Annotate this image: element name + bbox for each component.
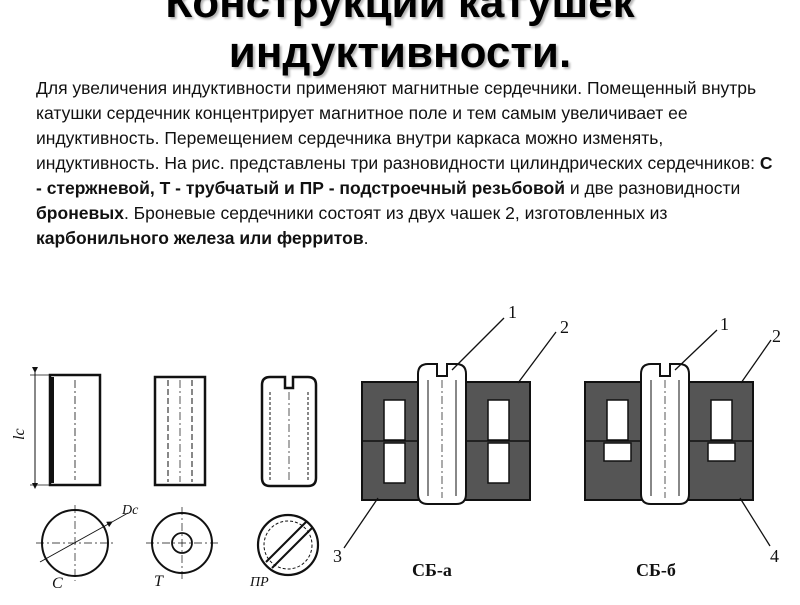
- tube-core-top-view: [146, 507, 218, 579]
- pot-core-b: [584, 363, 754, 505]
- callout-number: 4: [770, 546, 779, 566]
- callout-number: 3: [333, 546, 342, 566]
- threaded-core-side-view: [260, 375, 318, 488]
- text-segment-bold: карбонильного железа или ферритов: [36, 228, 364, 248]
- diameter-dimension-label: Dc: [121, 503, 139, 518]
- body-paragraph: Для увеличения индуктивности применяют м…: [36, 76, 776, 251]
- slide-title: Конструкции катушек индуктивности.: [0, 0, 800, 78]
- text-segment-bold: броневых: [36, 203, 124, 223]
- pot-core-b-callouts: [674, 329, 772, 547]
- core-diagram-svg: lc Dc С Т ПР: [11, 302, 781, 592]
- length-dimension: [30, 367, 50, 489]
- callout-number: 2: [560, 317, 569, 337]
- pot-core-a-label: СБ-а: [412, 560, 452, 580]
- threaded-core-top-view: [256, 513, 320, 577]
- threaded-core-label: ПР: [249, 575, 269, 590]
- title-line-1: Конструкции катушек: [165, 0, 635, 27]
- callout-number: 1: [720, 314, 729, 334]
- text-segment-bold: С - стержневой, Т - трубчатый и ПР - под…: [36, 153, 773, 198]
- text-segment: Для увеличения индуктивности применяют м…: [36, 78, 760, 173]
- callout-number: 1: [508, 302, 517, 322]
- tube-core-side-view: [153, 375, 207, 487]
- pot-core-a-callouts: [343, 317, 557, 549]
- callout-number: 2: [772, 326, 781, 346]
- title-line-2: индуктивности.: [228, 28, 572, 77]
- pot-core-a: [361, 363, 531, 505]
- length-dimension-label: lc: [11, 428, 28, 440]
- text-segment: . Броневые сердечники состоят из двух ча…: [123, 203, 668, 223]
- core-diagram: lc Dc С Т ПР: [0, 290, 800, 600]
- rod-core-top-view: [36, 505, 129, 581]
- rod-core-side-view: [48, 373, 102, 487]
- text-segment: и две разновидности: [564, 178, 741, 198]
- rod-core-label: С: [52, 575, 63, 592]
- tube-core-label: Т: [154, 573, 164, 590]
- pot-core-b-label: СБ-б: [636, 560, 676, 580]
- text-segment: .: [363, 228, 369, 248]
